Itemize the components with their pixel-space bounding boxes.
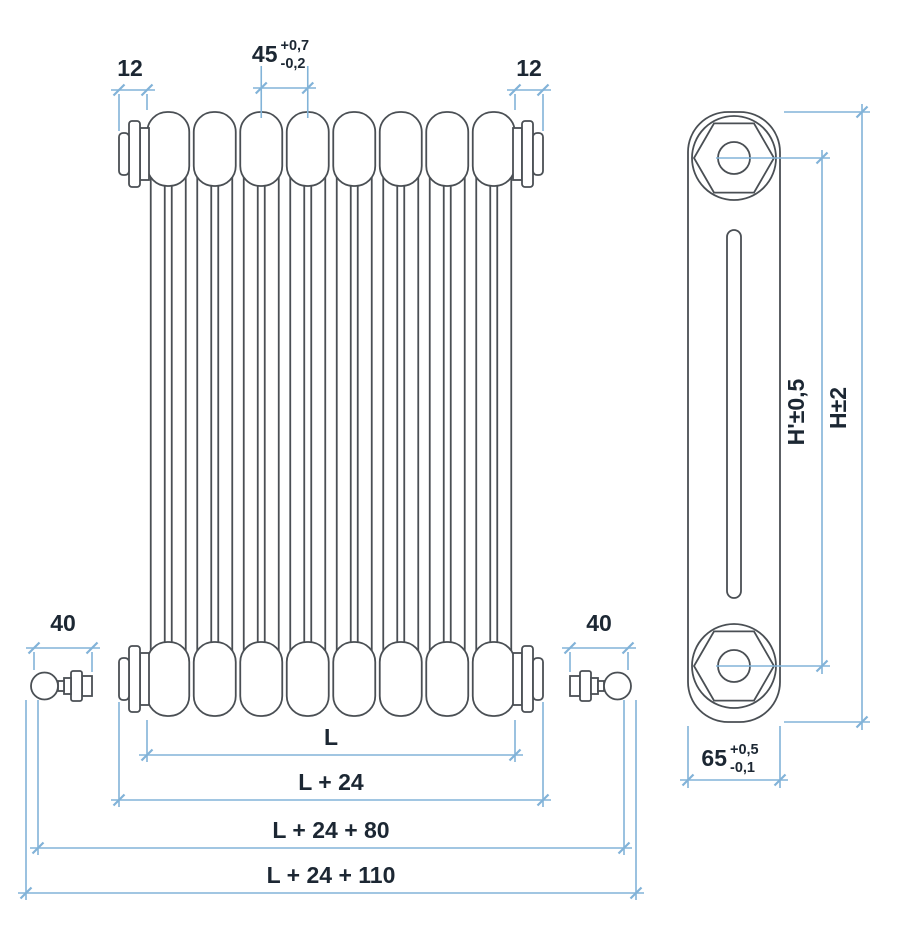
dim-valve-right-label: 40	[586, 610, 612, 636]
radiator-element	[378, 111, 423, 717]
dim-valve-left-label: 40	[50, 610, 76, 636]
radiator-element	[332, 111, 377, 717]
dim-depth-tol-plus: +0,5	[730, 742, 759, 758]
dim-pitch-value: 45	[252, 41, 278, 67]
front-view	[30, 111, 632, 717]
dim-length-plugs-label: L + 24	[298, 769, 364, 795]
dim-pitch-tol-minus: -0,2	[281, 56, 306, 72]
radiator-element	[146, 111, 191, 717]
radiator-element	[239, 111, 284, 717]
center-slot	[726, 229, 742, 599]
dimension-labels: 12 12 45 +0,7 -0,2 40 40 L L + 24 L + 24…	[50, 38, 851, 888]
dim-plug-left-label: 12	[117, 55, 143, 81]
radiator-element	[192, 111, 237, 717]
dim-depth-value: 65	[701, 745, 727, 771]
dimension-lines	[18, 66, 870, 900]
dim-plug-right-label: 12	[516, 55, 542, 81]
end-plug-bottom-right	[512, 645, 544, 713]
valve-bottom-left	[30, 670, 93, 702]
valve-bottom-right	[569, 670, 632, 702]
end-plug-top-right	[512, 120, 544, 188]
radiator-element	[471, 111, 516, 717]
radiator-element	[425, 111, 470, 717]
dim-overall-height-label: H±2	[825, 387, 851, 429]
dim-length-overall-label: L + 24 + 110	[267, 862, 396, 888]
side-view	[687, 111, 781, 723]
dim-length-valves-label: L + 24 + 80	[272, 817, 389, 843]
radiator-element	[285, 111, 330, 717]
dim-depth-tol-minus: -0,1	[730, 760, 755, 776]
dim-tapping-span-label: H'±0,5	[783, 378, 809, 445]
end-plug-bottom-left	[118, 645, 150, 713]
dim-pitch-tol-plus: +0,7	[281, 38, 310, 54]
end-plug-top-left	[118, 120, 150, 188]
dim-length-label: L	[324, 724, 338, 750]
